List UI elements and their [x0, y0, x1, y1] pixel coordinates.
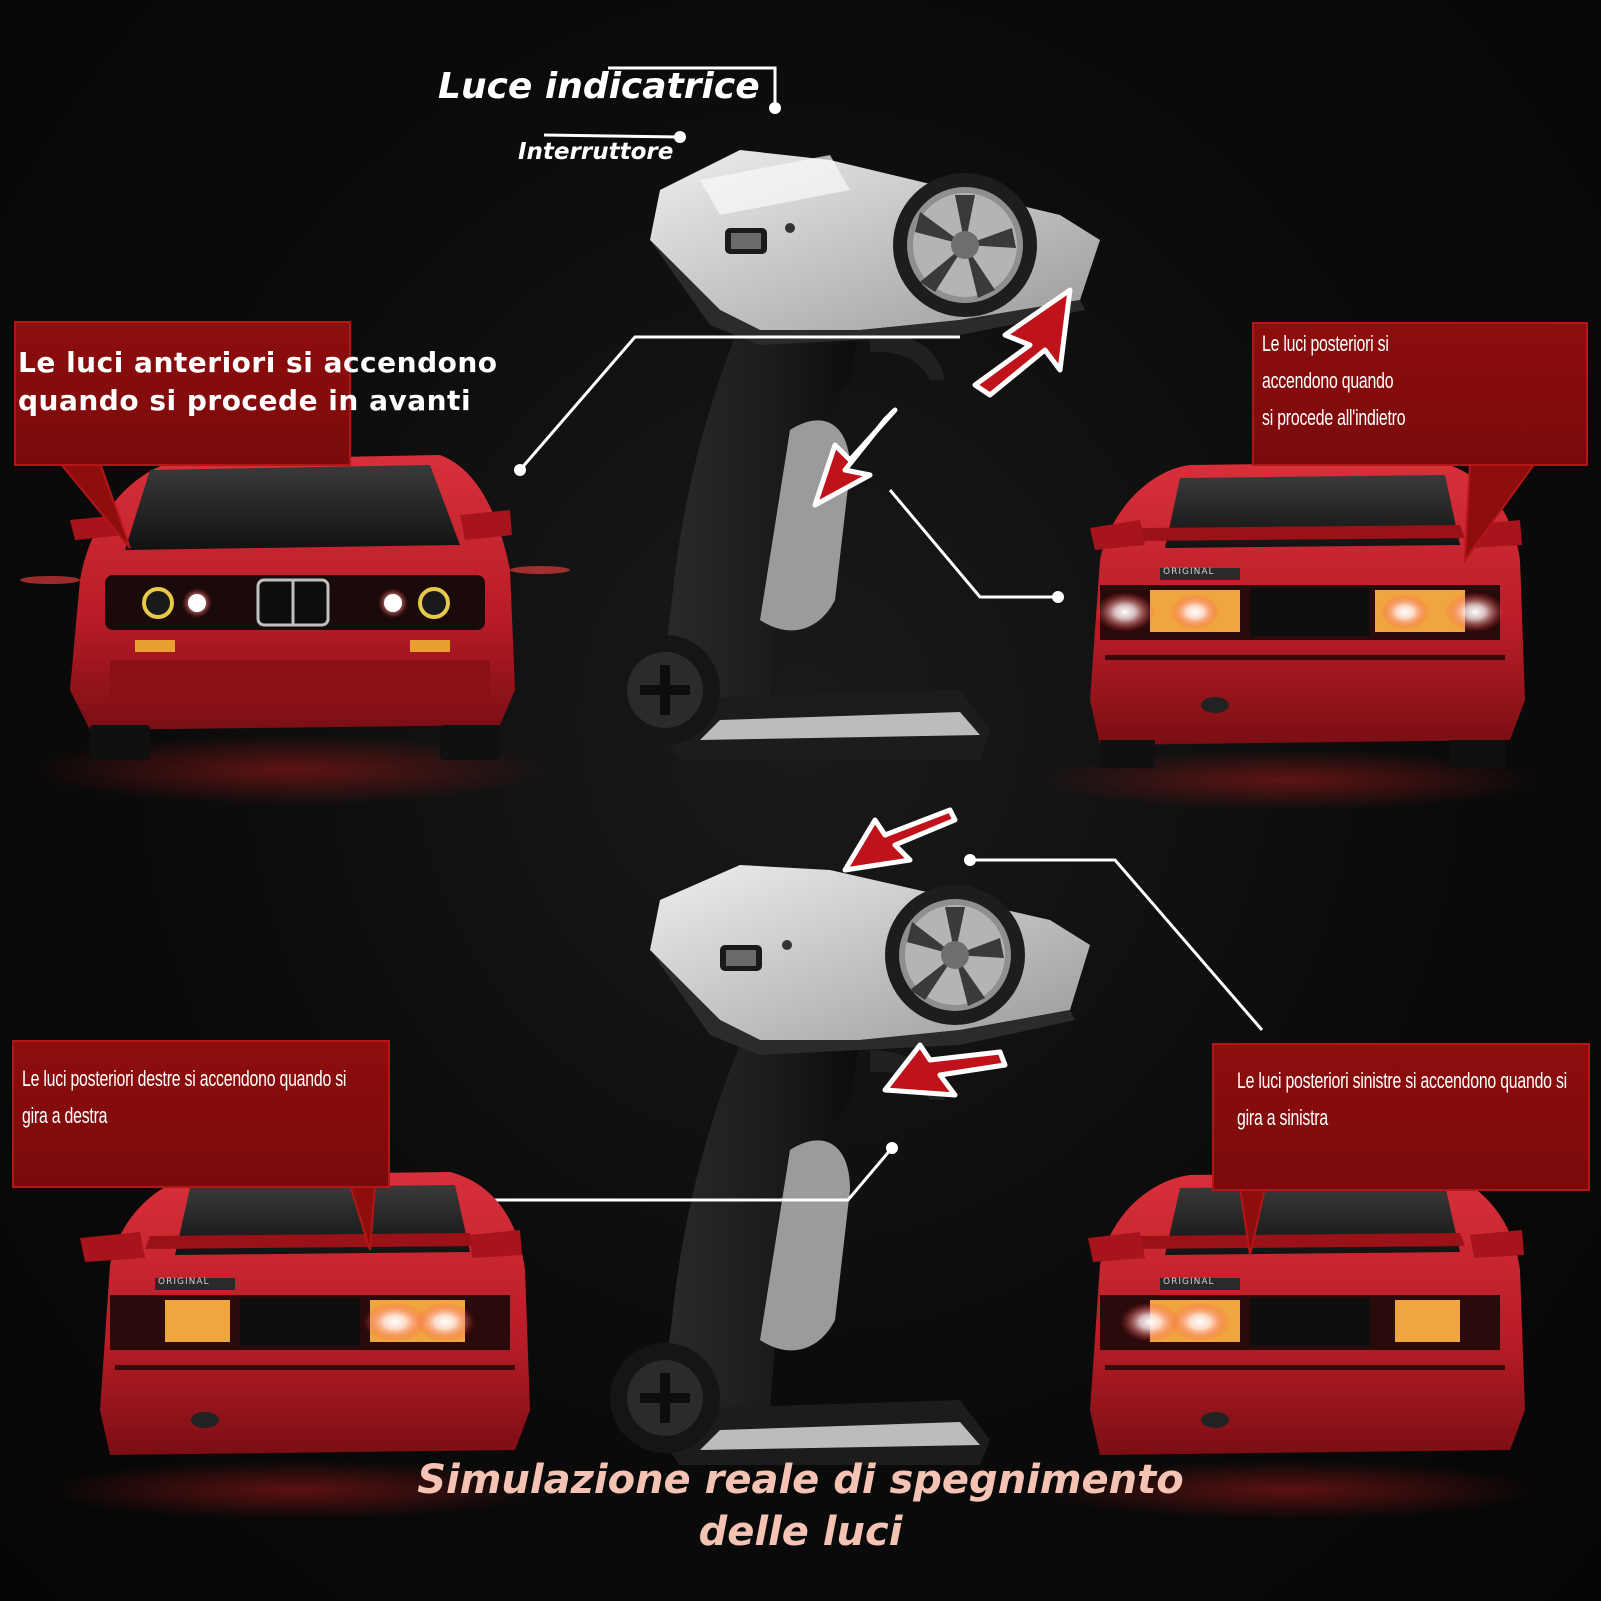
car-rear-view-left-turn [1040, 1172, 1540, 1520]
front-lights-text: Le luci anteriori si accendono quando si… [18, 346, 498, 417]
caption: Simulazione reale di spegnimento delle l… [417, 1457, 1184, 1555]
badge-original-1: ORIGINAL [1163, 567, 1215, 577]
car-rear-view-reverse [1040, 462, 1540, 810]
right-turn-callout [12, 1040, 390, 1188]
arrow-down-left-icon [812, 407, 898, 508]
connector-dots [514, 102, 1064, 1154]
front-lights-callout [14, 321, 351, 466]
rear-lights-callout [1252, 322, 1588, 466]
arrow-left-top-icon [842, 807, 958, 873]
left-turn-text: Le luci posteriori sinistre si accendono… [1237, 1068, 1567, 1130]
remote-control-top [610, 150, 1100, 760]
arrow-up-right-icon [972, 287, 1073, 398]
arrow-icons [812, 287, 1073, 1098]
connector-lines [490, 66, 1264, 1202]
indicator-light-label: Luce indicatrice [438, 66, 760, 107]
callout-pointers [57, 462, 1537, 1256]
arrow-left-mid-icon [882, 1042, 1008, 1098]
switch-label: Interruttore [518, 139, 674, 165]
remote-control-bottom [610, 865, 1090, 1465]
rear-lights-text: Le luci posteriori si accendono quando s… [1262, 331, 1406, 430]
badge-original-3: ORIGINAL [1163, 1277, 1215, 1287]
car-rear-view-right-turn [45, 1172, 545, 1520]
right-turn-text: Le luci posteriori destre si accendono q… [22, 1066, 347, 1128]
left-turn-callout [1212, 1043, 1590, 1191]
car-front-view [20, 455, 570, 805]
badge-original-2: ORIGINAL [158, 1277, 210, 1287]
